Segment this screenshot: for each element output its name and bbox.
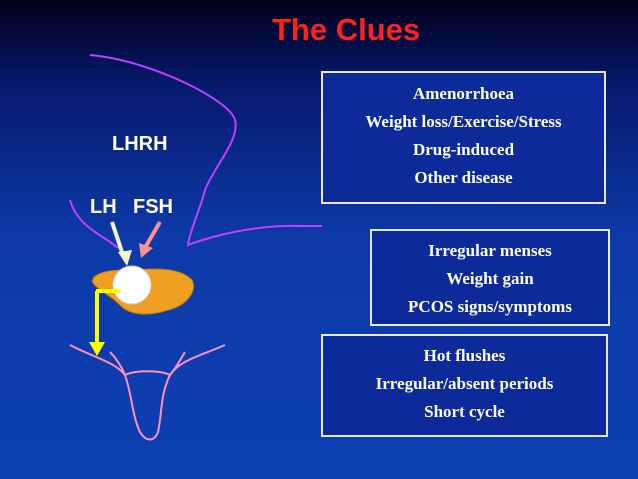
lh-label: LH — [90, 196, 117, 218]
clue-line: Short cycle — [424, 402, 505, 421]
clue-line: Hot flushes — [423, 346, 506, 365]
clue-box-pcos: Irregular menses Weight gain PCOS signs/… — [370, 229, 610, 326]
clue-line: PCOS signs/symptoms — [408, 297, 572, 316]
clue-line: Irregular/absent periods — [375, 374, 554, 393]
clue-line: Irregular menses — [428, 241, 552, 260]
clue-line: Weight gain — [446, 269, 534, 288]
lh-arrow-head — [118, 250, 132, 266]
clue-line: Other disease — [414, 168, 513, 187]
ovary-arrow-head — [89, 342, 105, 356]
clue-line: Amenorrhoea — [412, 84, 515, 103]
brain-outline — [89, 54, 322, 247]
slide-title: The Clues — [272, 12, 421, 47]
clue-box-ovarian: Hot flushes Irregular/absent periods Sho… — [321, 334, 608, 437]
fsh-arrow-head — [139, 243, 153, 258]
uterus-inner — [109, 351, 186, 376]
brain-outline-left — [69, 199, 119, 249]
uterus — [69, 344, 226, 441]
clue-line: Drug-induced — [412, 140, 515, 159]
clue-line: Weight loss/Exercise/Stress — [365, 112, 562, 131]
fsh-arrow — [144, 220, 162, 248]
fsh-label: FSH — [133, 196, 173, 218]
pituitary-circle — [112, 265, 152, 305]
lhrh-label: LHRH — [112, 133, 168, 155]
clue-box-hypothalamic: Amenorrhoea Weight loss/Exercise/Stress … — [321, 71, 606, 204]
